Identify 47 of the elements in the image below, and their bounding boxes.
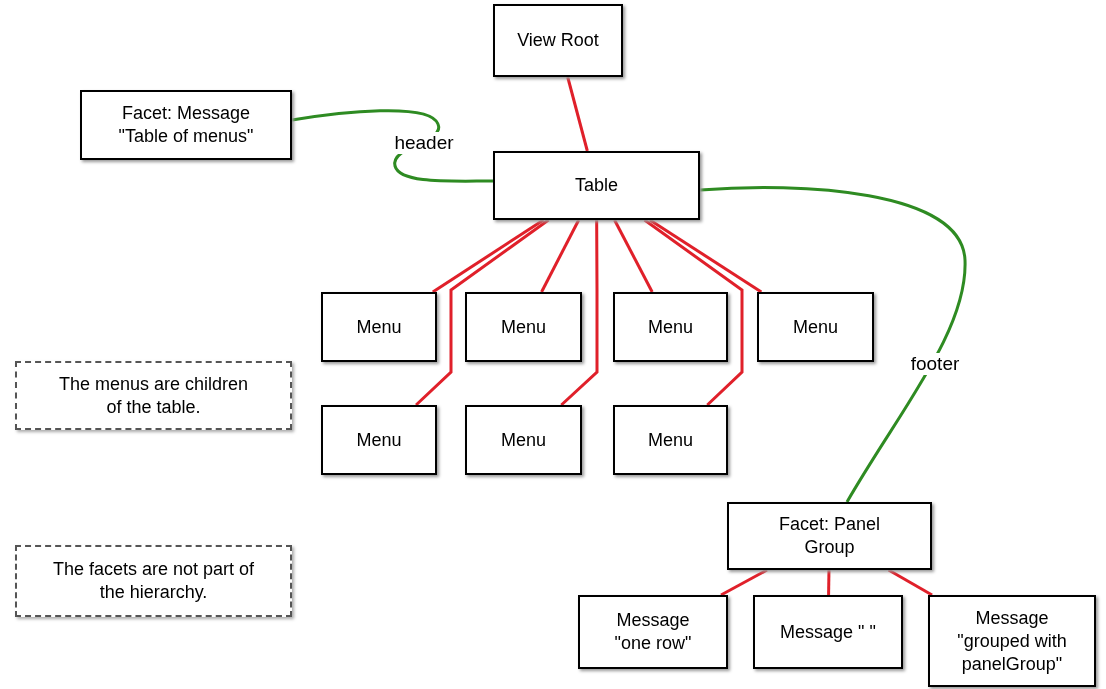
connector-line bbox=[566, 76, 589, 152]
edge-label: header bbox=[392, 132, 456, 154]
node-label: Menu bbox=[501, 315, 546, 339]
node-label: Menu bbox=[648, 428, 693, 452]
node-box bbox=[613, 292, 728, 362]
node-box bbox=[493, 151, 700, 220]
connector-line bbox=[827, 569, 831, 596]
node-box bbox=[80, 90, 292, 160]
node-label: Table bbox=[575, 174, 618, 197]
note-box bbox=[15, 545, 292, 617]
node-box bbox=[727, 502, 932, 570]
node-label: Message " " bbox=[780, 620, 876, 644]
node-label: Menu bbox=[356, 315, 402, 339]
node-label: The menus are children of the table. bbox=[57, 372, 250, 419]
node-label: View Root bbox=[517, 29, 599, 52]
note-box bbox=[15, 361, 292, 430]
node-box bbox=[753, 595, 903, 669]
node-label: Message "grouped with panelGroup" bbox=[956, 606, 1068, 676]
connector-line bbox=[291, 109, 493, 183]
node-box bbox=[613, 405, 728, 475]
node-box bbox=[321, 292, 437, 362]
edge-label: footer bbox=[908, 353, 962, 375]
connector-line bbox=[649, 218, 763, 294]
connector-line bbox=[540, 219, 581, 293]
node-label: Menu bbox=[793, 315, 838, 339]
connector-line bbox=[432, 218, 545, 294]
connector-line bbox=[643, 218, 744, 407]
node-box bbox=[321, 405, 437, 475]
node-label: Message "one row" bbox=[613, 609, 693, 655]
node-label: The facets are not part of the hierarchy. bbox=[51, 558, 256, 604]
node-label: Menu bbox=[648, 315, 693, 339]
node-box bbox=[493, 4, 623, 77]
node-box bbox=[928, 595, 1096, 687]
node-label: Menu bbox=[356, 428, 402, 452]
node-label: Facet: Message "Table of menus" bbox=[117, 102, 255, 148]
node-box bbox=[578, 595, 728, 669]
node-box bbox=[757, 292, 874, 362]
connector-line bbox=[720, 568, 768, 597]
connector-line bbox=[415, 218, 550, 407]
connector-line bbox=[560, 220, 599, 407]
connector-line bbox=[699, 186, 967, 503]
node-box bbox=[465, 292, 582, 362]
node-label: Menu bbox=[501, 428, 546, 452]
connector-line bbox=[887, 568, 933, 597]
node-label: Facet: Panel Group bbox=[777, 513, 882, 559]
connector-line bbox=[613, 219, 654, 293]
node-box bbox=[465, 405, 582, 475]
